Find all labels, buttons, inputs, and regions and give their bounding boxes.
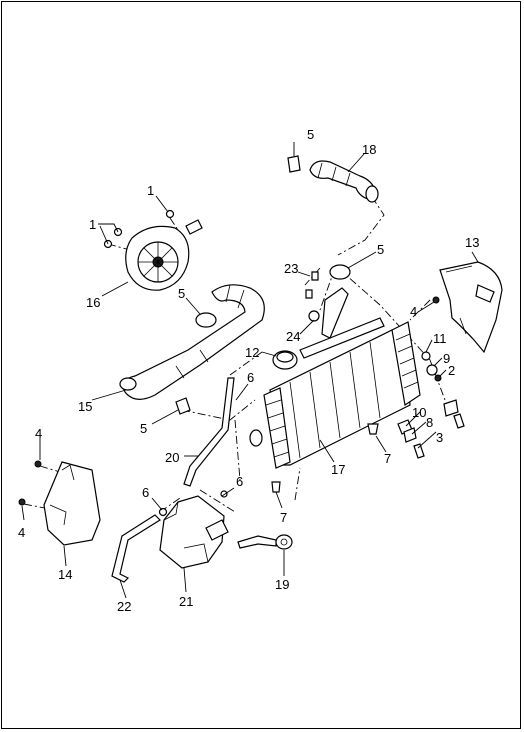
drain-tube[interactable] [111,514,161,583]
callout-14: 14 [58,567,72,582]
callout-15: 15 [78,399,92,414]
coolant-reservoir[interactable] [159,495,229,569]
callout-5-right: 5 [377,242,384,257]
hose-clamp-top[interactable] [287,155,301,173]
callout-8: 8 [426,415,433,430]
mount-hardware[interactable] [397,351,465,459]
callout-5-mid: 5 [178,286,185,301]
radiator-cap[interactable] [272,350,298,370]
callout-9: 9 [443,351,450,366]
radiator[interactable] [249,317,421,469]
callout-7-right: 7 [384,451,391,466]
callout-4-lower-left: 4 [18,525,25,540]
callout-labels: 5 18 1 1 5 13 23 5 16 4 24 11 12 9 2 6 1… [18,127,479,614]
callout-4-upper-left: 4 [35,426,42,441]
cover-fasteners-left[interactable] [18,460,42,506]
callout-16: 16 [86,295,100,310]
callout-18: 18 [362,142,376,157]
leader-lines [21,142,479,599]
callout-3: 3 [436,430,443,445]
fan-screws[interactable] [103,209,175,249]
callout-6-mid: 6 [247,370,254,385]
callout-7-low: 7 [280,510,287,525]
callout-4-right: 4 [410,304,417,319]
callout-23: 23 [284,261,298,276]
callout-17: 17 [331,462,345,477]
callout-6-left: 6 [142,485,149,500]
temperature-sensor[interactable] [237,534,293,550]
callout-1-top: 1 [147,183,154,198]
right-side-cover[interactable] [439,261,503,354]
left-side-cover[interactable] [43,461,101,546]
callout-13: 13 [465,235,479,250]
callout-12: 12 [245,345,259,360]
callout-11: 11 [433,331,447,346]
callout-22: 22 [117,599,131,614]
bracket-fasteners[interactable] [305,271,319,299]
callout-21: 21 [179,594,193,609]
callout-5-top: 5 [307,127,314,142]
callout-19: 19 [275,577,289,592]
cooling-fan[interactable] [125,219,203,291]
cover-fastener-right[interactable] [432,296,440,304]
callout-10: 10 [412,405,426,420]
callout-6-right: 6 [236,474,243,489]
callout-2: 2 [448,363,455,378]
overflow-tube[interactable] [183,377,235,487]
hose-clamp-right[interactable] [329,264,351,280]
hose-clamp-lower[interactable] [175,312,217,415]
upper-hose[interactable] [309,160,379,203]
radiator-bracket[interactable] [308,287,349,339]
callout-24: 24 [286,329,300,344]
callout-1-left: 1 [89,217,96,232]
drain-plugs[interactable] [271,423,379,493]
lower-hose[interactable] [119,284,265,400]
callout-5-low: 5 [140,421,147,436]
callout-20: 20 [165,450,179,465]
